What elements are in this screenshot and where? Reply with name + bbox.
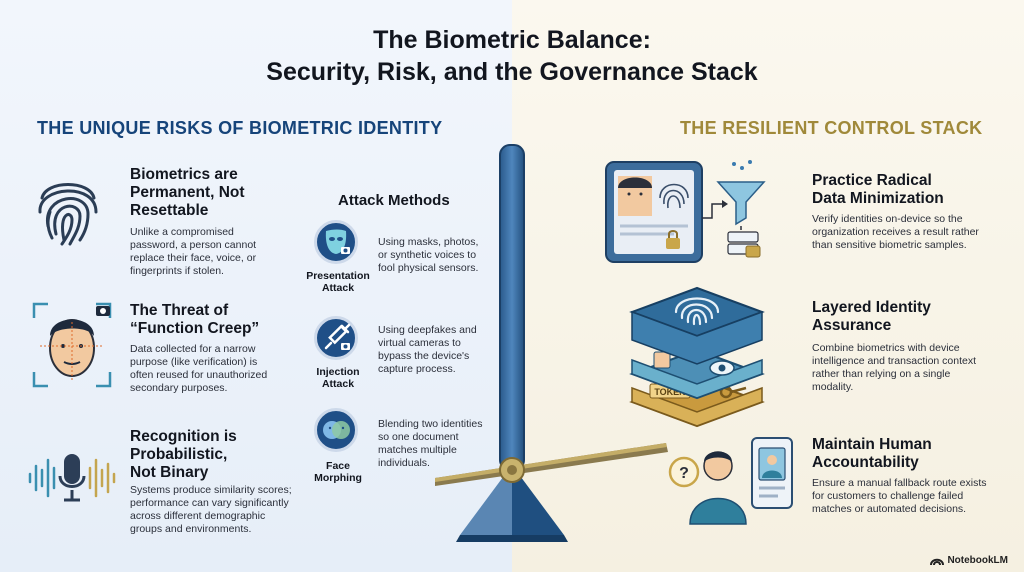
control-layered-title: Layered Identity Assurance <box>812 299 931 335</box>
control-accountability-title: Maintain Human Accountability <box>812 436 932 472</box>
page-title: The Biometric Balance: Security, Risk, a… <box>0 24 1024 88</box>
presentation-attack-badge <box>314 220 358 264</box>
presentation-attack-body-l2: or synthetic voices to <box>378 249 477 261</box>
risk-permanent-body-l3: replace their face, voice, or <box>130 252 257 264</box>
left-section-heading: THE UNIQUE RISKS OF BIOMETRIC IDENTITY <box>37 118 443 138</box>
face-morphing-body-l4: individuals. <box>378 457 430 469</box>
control-minimization-body-l1: Verify identities on-device so the <box>812 213 963 225</box>
risk-probabilistic-body-l3: across different demographic <box>130 510 266 522</box>
control-layered-body-l3: rather than relying on a single <box>812 368 951 380</box>
risk-permanent-body-l4: fingerprints if stolen. <box>130 265 224 277</box>
presentation-attack-body-l1: Using masks, photos, <box>378 236 479 248</box>
risk-permanent-title-l1: Biometrics are <box>130 166 238 183</box>
risk-permanent-title-l3: Resettable <box>130 202 209 219</box>
risk-probabilistic-body-l1: Systems produce similarity scores; <box>130 484 292 496</box>
face-scan-icon <box>32 302 112 388</box>
face-morphing-body-l1: Blending two identities <box>378 418 483 430</box>
footer-brand-text: NotebookLM <box>947 555 1008 566</box>
presentation-attack-body: Using masks, photos, or synthetic voices… <box>378 236 478 275</box>
injection-attack-label-l1: Injection <box>316 366 360 378</box>
face-morphing-body-l3: matches multiple <box>378 444 457 456</box>
injection-attack-label-l2: Attack <box>321 378 355 390</box>
control-accountability-body-l3: matches or automated decisions. <box>812 503 967 515</box>
control-accountability-title-l2: Accountability <box>812 454 919 471</box>
risk-permanent-body-l1: Unlike a compromised <box>130 226 234 238</box>
control-minimization-body-l3: than sensitive biometric samples. <box>812 239 967 251</box>
token-label: TOKEN <box>654 387 685 397</box>
tablet-funnel-icon <box>605 160 766 263</box>
control-accountability-body: Ensure a manual fallback route exists fo… <box>812 477 987 516</box>
control-accountability-body-l1: Ensure a manual fallback route exists <box>812 477 987 489</box>
control-layered-body: Combine biometrics with device intellige… <box>812 342 976 394</box>
risk-function-creep-body-l3: often reused for unauthorized <box>130 369 268 381</box>
control-minimization-title-l1: Practice Radical <box>812 172 932 189</box>
presentation-attack-body-l3: fool physical sensors. <box>378 262 479 274</box>
risk-probabilistic-body-l2: performance can vary significantly <box>130 497 289 509</box>
risk-function-creep-title-l2: “Function Creep” <box>130 320 260 337</box>
control-accountability-body-l2: for customers to challenge failed <box>812 490 964 502</box>
title-line-1: The Biometric Balance: <box>373 26 651 54</box>
risk-probabilistic-body-l4: groups and environments. <box>130 523 252 535</box>
voice-microphone-icon <box>28 454 116 502</box>
risk-probabilistic-title: Recognition is Probabilistic, Not Binary <box>130 428 237 482</box>
control-layered-title-l1: Layered Identity <box>812 299 931 316</box>
right-section-heading: THE RESILIENT CONTROL STACK <box>680 118 983 138</box>
fingerprint-icon <box>38 183 98 246</box>
balance-scale-icon <box>435 144 668 542</box>
control-layered-title-l2: Assurance <box>812 317 892 334</box>
control-accountability-title-l1: Maintain Human <box>812 436 932 453</box>
syringe-icon <box>324 323 351 350</box>
control-layered-body-l4: modality. <box>812 381 854 393</box>
face-morphing-label: Face Morphing <box>302 460 374 484</box>
layered-stack-icon: TOKEN <box>629 286 765 428</box>
face-morphing-label-l1: Face <box>326 460 350 472</box>
presentation-attack-label-l2: Attack <box>321 282 355 294</box>
attack-methods-heading: Attack Methods <box>338 192 450 209</box>
risk-probabilistic-title-l2: Probabilistic, <box>130 446 228 463</box>
risk-permanent-title-l2: Permanent, Not <box>130 184 245 201</box>
control-minimization-body-l2: organization receives a result rather <box>812 226 979 238</box>
morph-faces-icon <box>323 421 350 439</box>
notebooklm-logo-icon <box>930 558 945 565</box>
risk-probabilistic-body: Systems produce similarity scores; perfo… <box>130 484 292 536</box>
risk-probabilistic-title-l3: Not Binary <box>130 464 209 481</box>
presentation-attack-label: Presentation Attack <box>302 270 374 294</box>
control-minimization-title: Practice Radical Data Minimization <box>812 172 944 208</box>
control-minimization-title-l2: Data Minimization <box>812 190 944 207</box>
svg-text:?: ? <box>679 465 689 482</box>
injection-attack-body-l2: virtual cameras to <box>378 337 461 349</box>
face-morphing-label-l2: Morphing <box>314 472 362 484</box>
injection-attack-label: Injection Attack <box>302 366 374 390</box>
risk-function-creep-body-l1: Data collected for a narrow <box>130 343 256 355</box>
face-morphing-body: Blending two identities so one document … <box>378 418 482 470</box>
injection-attack-body-l3: bypass the device's <box>378 350 470 362</box>
risk-function-creep-title-l1: The Threat of <box>130 302 229 319</box>
mask-icon <box>325 229 350 254</box>
risk-probabilistic-title-l1: Recognition is <box>130 428 237 445</box>
injection-attack-body: Using deepfakes and virtual cameras to b… <box>378 324 477 376</box>
face-morphing-body-l2: so one document <box>378 431 459 443</box>
human-review-icon: ? <box>668 437 793 525</box>
control-minimization-body: Verify identities on-device so the organ… <box>812 213 979 252</box>
injection-attack-badge <box>314 316 358 360</box>
injection-attack-body-l4: capture process. <box>378 363 456 375</box>
presentation-attack-label-l1: Presentation <box>306 270 370 282</box>
risk-function-creep-body: Data collected for a narrow purpose (lik… <box>130 343 267 395</box>
risk-permanent-body: Unlike a compromised password, a person … <box>130 226 256 278</box>
risk-function-creep-body-l4: secondary purposes. <box>130 382 228 394</box>
injection-attack-body-l1: Using deepfakes and <box>378 324 477 336</box>
face-morphing-badge <box>314 408 358 452</box>
control-layered-body-l1: Combine biometrics with device <box>812 342 960 354</box>
risk-function-creep-title: The Threat of “Function Creep” <box>130 302 259 338</box>
risk-permanent-body-l2: password, a person cannot <box>130 239 257 251</box>
footer-brand: NotebookLM <box>930 555 1008 566</box>
control-layered-body-l2: intelligence and transaction context <box>812 355 977 367</box>
risk-function-creep-body-l2: purpose (like verification) is <box>130 356 258 368</box>
title-line-2: Security, Risk, and the Governance Stack <box>266 58 758 86</box>
risk-permanent-title: Biometrics are Permanent, Not Resettable <box>130 166 245 220</box>
